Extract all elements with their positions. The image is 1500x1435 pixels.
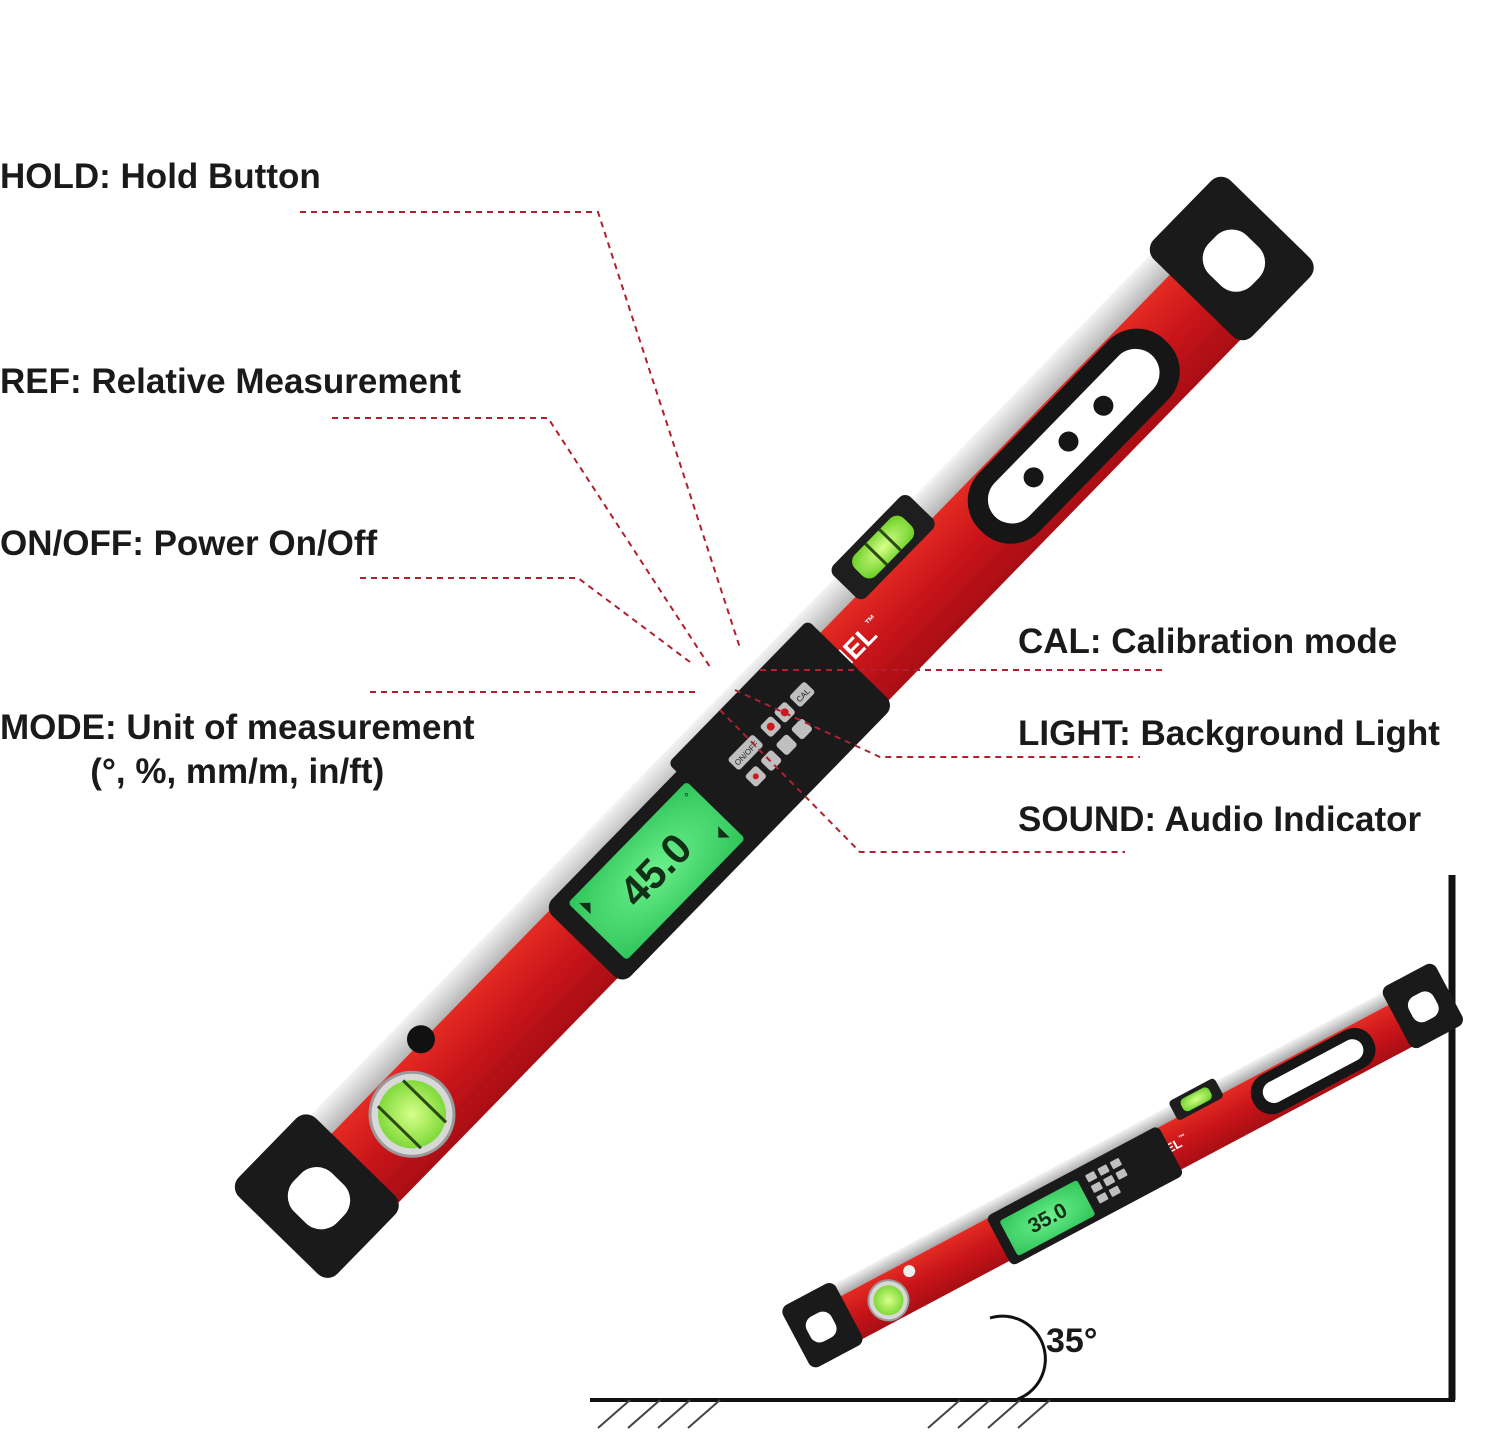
ref-callout: REF: Relative Measurement: [0, 362, 461, 401]
end-cap-top: [1149, 176, 1314, 341]
lcd-screen: [569, 783, 744, 959]
inset-lcd-screen: [1000, 1180, 1095, 1256]
angle-arc: [989, 1314, 1047, 1402]
end-cap-bottom: [234, 1114, 399, 1278]
level-vial-plumb: [368, 1025, 456, 1158]
mode-callout-title: MODE: Unit of measurement: [0, 708, 475, 747]
carry-handle: [967, 328, 1180, 544]
inset-button-panel: [1085, 1157, 1128, 1204]
level-vial-horizontal: [831, 494, 935, 600]
digital-level-inset: BETHEL™ 35.0: [782, 963, 1463, 1368]
display-module: 45.0 ° ON/OFF CAL: [548, 622, 890, 980]
mode-callout: MODE: Unit of measurement (°, %, mm/m, i…: [0, 706, 475, 794]
cal-callout: CAL: Calibration mode: [1018, 622, 1398, 661]
light-callout: LIGHT: Background Light: [1018, 714, 1440, 753]
onoff-callout: ON/OFF: Power On/Off: [0, 524, 378, 563]
callout-lines: [300, 211, 1162, 853]
sound-button[interactable]: [775, 734, 798, 757]
sound-callout-line: [719, 709, 1125, 853]
digital-level-main: BETHEL™ 45.0 ° ON/OFF CAL: [234, 176, 1314, 1278]
angle-label: 35°: [1046, 1322, 1097, 1360]
onoff-callout-line: [360, 577, 691, 663]
lcd-arrow-icon: [579, 902, 591, 915]
sound-callout: SOUND: Audio Indicator: [1018, 800, 1422, 839]
mount-hole-icon: [406, 1025, 435, 1054]
mode-callout-units: (°, %, mm/m, in/ft): [90, 751, 385, 791]
lcd-arrow-icon: [718, 826, 730, 838]
hold-indicator-icon: [766, 722, 775, 731]
light-callout-line: [734, 689, 1140, 758]
hold-callout-line: [300, 211, 741, 649]
floor-hatching: [597, 1399, 1051, 1429]
cal-button[interactable]: [789, 681, 816, 708]
angle-inset: 35° BETHEL™ 35.0: [590, 875, 1463, 1429]
ref-callout-line: [332, 417, 713, 671]
hold-callout: HOLD: Hold Button: [0, 157, 321, 196]
mode-indicator-icon: [752, 773, 759, 780]
